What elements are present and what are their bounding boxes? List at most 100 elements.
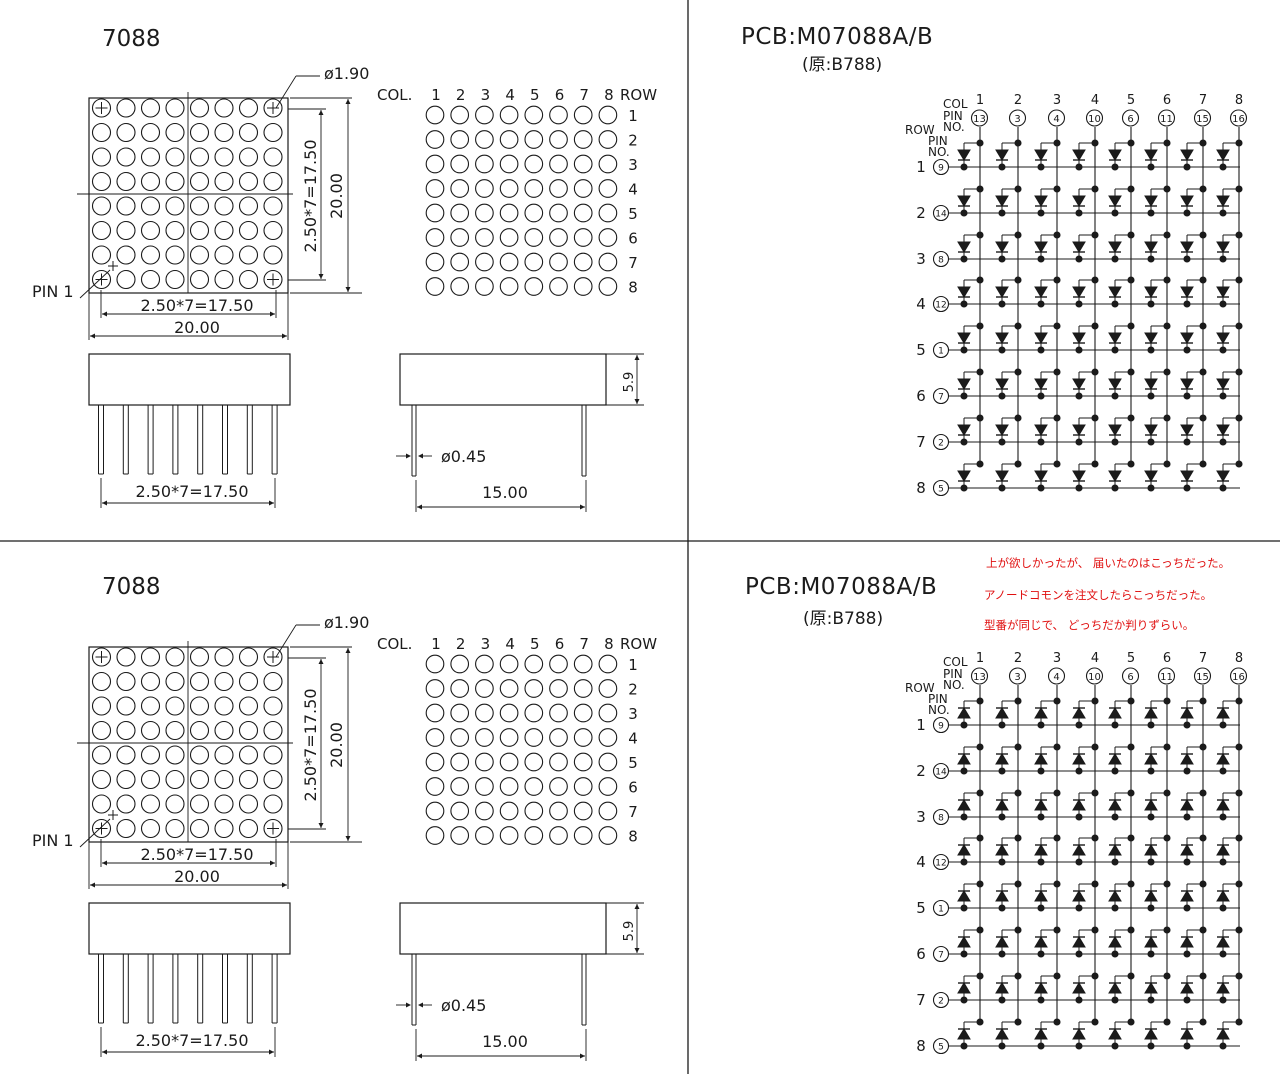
led-dot <box>140 245 161 265</box>
junction-dot <box>1053 1018 1061 1026</box>
led-diode <box>1180 753 1194 765</box>
junction-dot <box>1147 255 1155 263</box>
junction-dot <box>1091 1018 1099 1026</box>
row-pin-circle <box>932 899 950 917</box>
column-pin-circle <box>1157 667 1176 685</box>
junction-dot <box>1091 460 1099 468</box>
led-diode <box>1034 470 1048 482</box>
side-view-body <box>88 902 291 955</box>
junction-dot <box>1037 721 1045 729</box>
led-diode <box>1108 707 1122 719</box>
row-pin-number: 7 <box>938 393 944 403</box>
junction-dot <box>1147 813 1155 821</box>
junction-dot <box>1091 697 1099 705</box>
junction-dot <box>1037 858 1045 866</box>
led-diode <box>1108 195 1122 207</box>
row-pin-number: 2 <box>938 439 944 449</box>
junction-dot <box>1037 255 1045 263</box>
row-number: 6 <box>628 230 638 248</box>
junction-dot <box>998 209 1006 217</box>
led-diode <box>1072 195 1086 207</box>
junction-dot <box>998 163 1006 171</box>
led-diode <box>1144 241 1158 253</box>
matrix-dot <box>499 703 519 723</box>
column-pin-circle <box>1193 667 1212 685</box>
schematic-column-number: 4 <box>1091 93 1099 108</box>
column-pin-number: 13 <box>973 672 986 683</box>
led-diode <box>1072 936 1086 948</box>
dimension-arrowhead <box>634 399 640 404</box>
matrix-dot <box>549 728 568 747</box>
vertical-pitch-label: 2.50*7=17.50 <box>301 688 320 801</box>
junction-dot <box>1219 346 1227 354</box>
junction-dot <box>1111 996 1119 1004</box>
pin-pitch-label: 2.50*7=17.50 <box>135 482 248 501</box>
matrix-dot <box>573 679 593 698</box>
junction-dot <box>1053 276 1061 284</box>
junction-dot <box>1147 767 1155 775</box>
junction-dot <box>960 721 968 729</box>
row-number: 8 <box>628 279 638 297</box>
row-pin-number: 12 <box>935 301 946 311</box>
junction-dot <box>1147 392 1155 400</box>
led-dot <box>189 696 210 716</box>
led-diode <box>1216 332 1230 344</box>
led-dot <box>189 769 210 790</box>
junction-dot <box>1235 139 1243 147</box>
junction-dot <box>1147 721 1155 729</box>
column-pin-number: 6 <box>1127 672 1133 683</box>
schematic-row-label: ROW <box>905 123 935 137</box>
matrix-dot <box>598 277 618 296</box>
dimension-arrowhead <box>270 860 275 866</box>
led-dot <box>91 696 112 716</box>
led-diode <box>1216 195 1230 207</box>
junction-dot <box>1111 346 1119 354</box>
led-dot <box>165 220 185 241</box>
junction-dot <box>1147 163 1155 171</box>
led-dot <box>214 220 234 241</box>
led-dot <box>263 818 283 839</box>
matrix-dot <box>450 179 470 198</box>
row-pin-number: 5 <box>938 1043 944 1053</box>
junction-dot <box>976 972 984 980</box>
led-dot <box>214 196 234 216</box>
junction-dot <box>1147 300 1155 308</box>
dimension-arrowhead <box>282 882 287 888</box>
led-diode <box>1072 844 1086 856</box>
column-number: 7 <box>579 86 589 104</box>
led-dot <box>140 122 161 143</box>
led-diode <box>995 890 1009 902</box>
junction-dot <box>1235 926 1243 934</box>
matrix-dot <box>450 252 470 272</box>
led-diode <box>1108 799 1122 811</box>
junction-dot <box>1219 438 1227 446</box>
junction-dot <box>998 255 1006 263</box>
dimension-arrowhead <box>318 823 324 828</box>
junction-dot <box>998 904 1006 912</box>
led-dot <box>91 98 112 118</box>
matrix-dot <box>450 826 470 845</box>
matrix-dot <box>598 703 618 723</box>
led-dot <box>263 171 283 192</box>
matrix-dot <box>450 154 470 174</box>
matrix-dot <box>598 203 618 223</box>
led-diode <box>1180 195 1194 207</box>
end-view-body <box>399 902 607 955</box>
led-diode <box>1034 1028 1048 1040</box>
matrix-dot <box>475 203 494 223</box>
matrix-dot <box>499 826 519 845</box>
led-dot <box>116 818 136 839</box>
led-dot <box>140 696 161 716</box>
junction-dot <box>1235 697 1243 705</box>
row-number: 8 <box>628 828 638 846</box>
schematic-no-label: NO. <box>943 120 965 134</box>
annotation-line-2: アノードコモンを注文したらこっちだった。 <box>984 588 1213 602</box>
matrix-dot <box>524 777 544 796</box>
pin1-label: PIN 1 <box>32 831 74 850</box>
led-dot <box>189 220 210 241</box>
led-dot <box>140 794 161 814</box>
led-diode <box>1216 149 1230 161</box>
led-matrix-outline <box>88 97 289 294</box>
matrix-dot <box>598 130 618 149</box>
led-diode <box>1034 753 1048 765</box>
